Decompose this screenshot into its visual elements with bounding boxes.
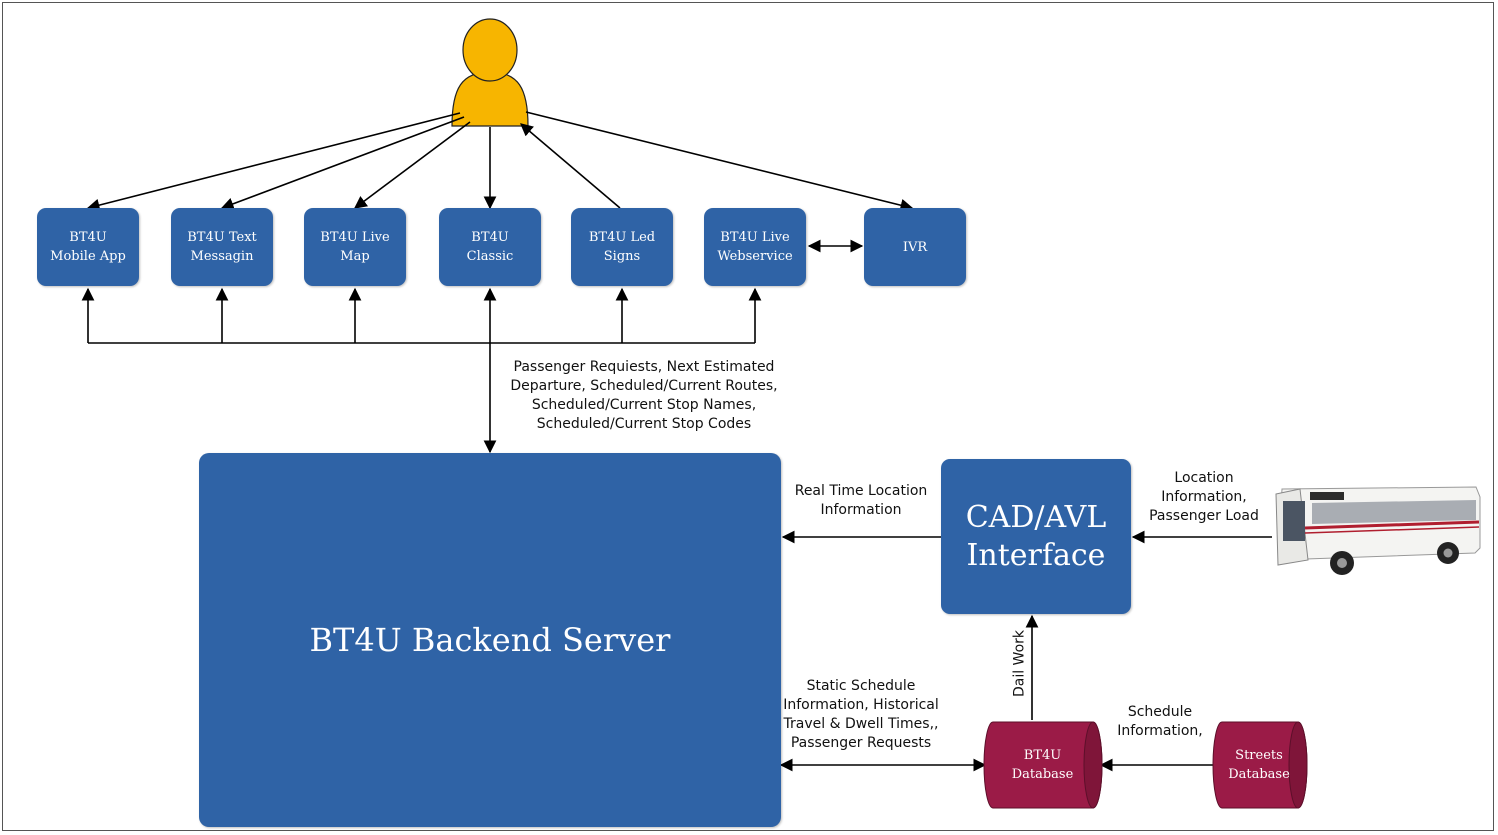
arrow-user-livemap — [353, 121, 471, 209]
label-passenger-requests: Passenger Requiests, Next Estimated Depa… — [510, 359, 778, 432]
node-bt4u-database: BT4U Database — [1011, 748, 1074, 782]
arrow-user-ivr — [525, 111, 914, 212]
label-static-schedule: Static Schedule Information, Historical … — [783, 678, 939, 751]
user-icon — [451, 18, 529, 127]
node-live-map: BT4U Live Map — [304, 208, 406, 286]
streets-database-shape — [1212, 721, 1308, 809]
arrow-user-mobile — [86, 112, 461, 212]
node-ivr: IVR — [864, 208, 966, 286]
label-schedule-information: Schedule Information, — [1117, 704, 1203, 739]
label-location-information: Location Information, Passenger Load — [1149, 470, 1259, 524]
node-mobile-app: BT4U Mobile App — [37, 208, 139, 286]
node-streets-database: Streets Database — [1228, 748, 1290, 782]
arrow-led-user — [520, 123, 621, 209]
node-classic: BT4U Classic — [439, 208, 541, 286]
bt4u-database-shape — [983, 721, 1103, 809]
arrow-user-text — [220, 116, 465, 210]
node-live-webservice: BT4U Live Webservice — [704, 208, 806, 286]
label-real-time-location: Real Time Location Information — [794, 483, 928, 518]
bus-image — [1275, 486, 1481, 575]
node-cad-avl-interface: CAD/AVL Interface — [941, 459, 1131, 614]
label-dail-work: Dail Work — [1011, 629, 1028, 698]
node-text-messaging: BT4U Text Messagin — [171, 208, 273, 286]
node-led-signs: BT4U Led Signs — [571, 208, 673, 286]
node-backend-server: BT4U Backend Server — [199, 453, 781, 827]
